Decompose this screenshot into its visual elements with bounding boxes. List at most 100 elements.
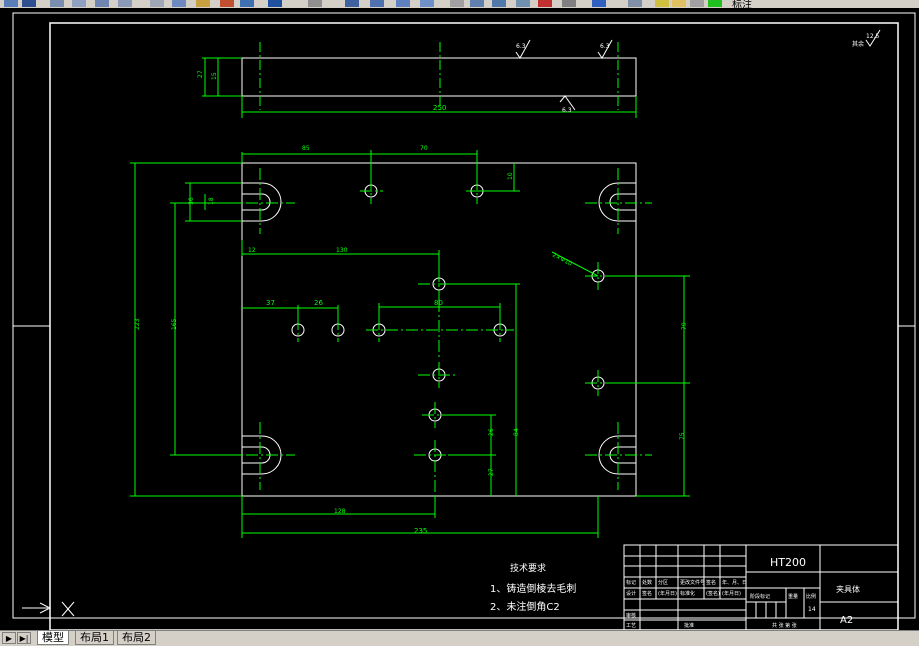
tb-r4-2: 批准 <box>684 622 694 629</box>
dim-27: 27 <box>488 468 495 476</box>
layer-color-icon[interactable] <box>708 0 722 7</box>
dim-85: 85 <box>302 145 310 152</box>
tb-r2-1: 签名 <box>642 590 652 597</box>
tb-r1-1: 处数 <box>642 579 652 586</box>
tb-ratio: 比例 <box>806 593 816 600</box>
slots <box>242 182 636 475</box>
dim-12: 12 <box>248 247 256 254</box>
zoom-icon[interactable] <box>345 0 359 7</box>
tb-r3-0: 审核 <box>626 612 636 619</box>
cut-icon[interactable] <box>118 0 132 7</box>
properties-icon[interactable] <box>450 0 464 7</box>
tb-part-name: 夹具体 <box>836 584 860 594</box>
save-icon[interactable] <box>22 0 36 7</box>
tb-r4-0: 工艺 <box>626 623 636 629</box>
title-block <box>623 544 899 630</box>
calc-icon[interactable] <box>562 0 576 7</box>
tb-stage: 阶段标记 <box>750 593 770 600</box>
paste-icon[interactable] <box>172 0 186 7</box>
open-icon[interactable] <box>4 0 18 7</box>
pan-icon[interactable] <box>308 0 322 7</box>
side-view <box>241 57 637 97</box>
tb-r2-0: 设计 <box>626 590 636 597</box>
tab-first-icon[interactable]: ▶ <box>2 632 16 644</box>
tb-r1-3: 更改文件号 <box>680 579 705 586</box>
plan-dims <box>130 150 690 538</box>
toolbar: 标注 <box>0 0 919 8</box>
redo-icon[interactable] <box>268 0 282 7</box>
dim-27: 27 <box>197 70 204 78</box>
dim-80: 80 <box>434 299 443 307</box>
markup-icon[interactable] <box>538 0 552 7</box>
tb-material: HT200 <box>770 556 806 569</box>
dim-130: 130 <box>336 247 348 254</box>
rough-bottom: 6.3 <box>562 107 572 114</box>
dim-37: 37 <box>266 299 275 307</box>
drawing-svg: 27 15 250 6.3 6.3 6.3 其余 12.5 <box>12 12 916 630</box>
tech-req-1: 1、铸造倒棱去毛刺 <box>490 582 576 595</box>
tb-scale-num: 14 <box>808 606 816 613</box>
tb-r2-5: (年月日) <box>722 590 741 597</box>
dim-235: 235 <box>414 527 427 535</box>
tech-req-2: 2、未注倒角C2 <box>490 600 560 613</box>
dim-26: 26 <box>314 299 323 307</box>
undo-icon[interactable] <box>240 0 254 7</box>
tb-weight: 重量 <box>788 593 798 600</box>
tab-layout2[interactable]: 布局2 <box>117 631 156 645</box>
plot-icon[interactable] <box>50 0 64 7</box>
tb-r1-5: 年、月、日 <box>722 579 747 586</box>
dim-36: 36 <box>188 197 195 205</box>
publish-icon[interactable] <box>95 0 109 7</box>
zoom-window-icon[interactable] <box>370 0 384 7</box>
tb-r2-2: (年月日) <box>658 590 677 597</box>
dim-75: 75 <box>679 432 686 440</box>
tech-req-title: 技术要求 <box>510 562 546 574</box>
zoom-extents-icon[interactable] <box>420 0 434 7</box>
holes <box>291 184 605 462</box>
layer-bulb-icon[interactable] <box>655 0 669 7</box>
tab-model[interactable]: 模型 <box>37 631 69 645</box>
rough-corner-value: 12.5 <box>866 33 880 40</box>
brush-icon[interactable] <box>220 0 234 7</box>
layer-sun-icon[interactable] <box>672 0 686 7</box>
dim-15: 15 <box>211 72 218 80</box>
tool-palette-icon[interactable] <box>492 0 506 7</box>
dim-10: 10 <box>507 172 514 180</box>
dim-79: 79 <box>681 322 688 330</box>
dim-26b: 26 <box>488 428 495 436</box>
dim-250: 250 <box>433 104 446 112</box>
help-icon[interactable] <box>592 0 606 7</box>
tb-r1-2: 分区 <box>658 579 668 586</box>
match-icon[interactable] <box>196 0 210 7</box>
tb-sheet-info: 共 张 第 张 <box>772 622 797 629</box>
sheet-set-icon[interactable] <box>516 0 530 7</box>
copy-icon[interactable] <box>150 0 164 7</box>
layer-name[interactable]: 标注 <box>732 0 752 8</box>
tb-r2-3: 标准化 <box>680 590 695 597</box>
rough-right: 6.3 <box>600 43 610 50</box>
plan-centerlines <box>226 168 652 498</box>
sheet-border <box>12 12 916 619</box>
rough-left: 6.3 <box>516 43 526 50</box>
tab-layout1[interactable]: 布局1 <box>75 631 114 645</box>
layer-manager-icon[interactable] <box>628 0 642 7</box>
layer-lock-icon[interactable] <box>690 0 704 7</box>
side-view-centerlines <box>259 42 619 110</box>
layout-tabs: ▶ ▶| 模型 布局1 布局2 <box>0 630 919 646</box>
tab-last-icon[interactable]: ▶| <box>17 632 31 644</box>
zoom-prev-icon[interactable] <box>396 0 410 7</box>
dim-128: 128 <box>334 508 346 515</box>
dim-18: 18 <box>208 197 215 205</box>
dim-165: 165 <box>171 318 178 330</box>
tb-r1-4: 签名 <box>706 579 716 586</box>
tb-r2-4: (签名) <box>706 590 720 597</box>
tb-sheet: A2 <box>840 615 853 626</box>
side-view-dims <box>202 57 637 118</box>
preview-icon[interactable] <box>72 0 86 7</box>
drawing-canvas[interactable]: 27 15 250 6.3 6.3 6.3 其余 12.5 <box>0 8 919 630</box>
tb-r1-0: 标记 <box>626 579 636 586</box>
roughness-symbols <box>515 39 613 111</box>
dim-2x10: 2×Φ10 <box>551 252 573 268</box>
roughness-corner <box>865 29 881 47</box>
design-center-icon[interactable] <box>470 0 484 7</box>
